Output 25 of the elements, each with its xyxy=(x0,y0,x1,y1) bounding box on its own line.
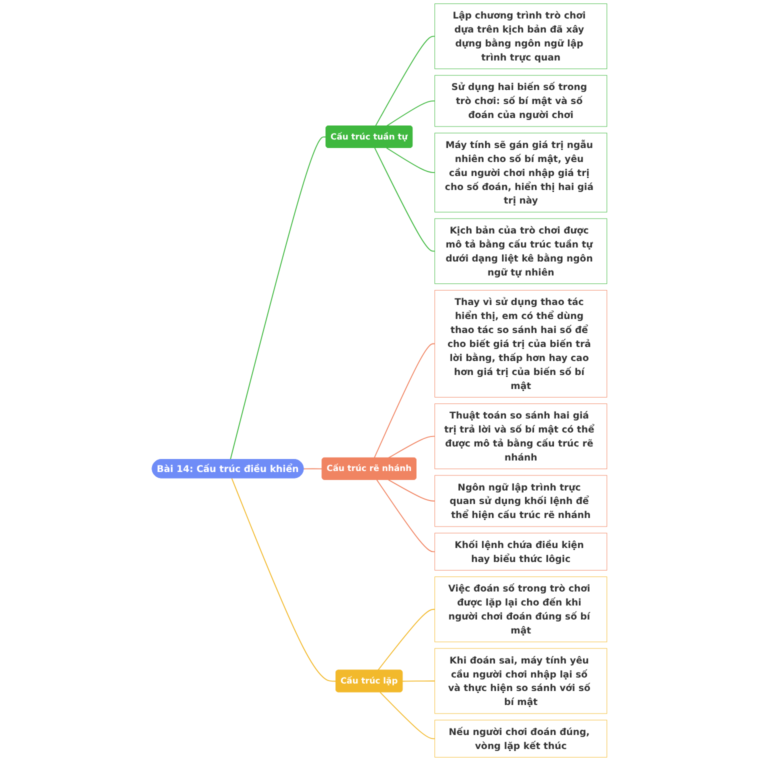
connector xyxy=(388,436,436,458)
connector xyxy=(303,468,323,470)
node-box: Thuật toán so sánh hai giá trị trả lời và số bí mật có thể được mô tả bằng cấu trúc rẽ nhánh xyxy=(434,404,608,470)
connector xyxy=(386,147,436,174)
node-box: Thay vì sử dụng thao tác hiển thị, em có thể dùng thao tác so sánh hai số để cho biết giá trị của biến trả lời bằng, thấp hơn hay cao hơn giá trị của biến số bí mật xyxy=(434,290,608,398)
connector xyxy=(377,608,436,671)
node-box: Việc đoán số trong trò chơi được lặp lại cho đến khi người chơi đoán đúng số bí mật xyxy=(434,576,608,642)
node-box: Lập chương trình trò chơi dựa trên kịch bản đã xây dựng bằng ngôn ngữ lập trình trực quan xyxy=(434,3,608,70)
connector xyxy=(376,479,436,552)
node-box: Sử dụng hai biến số trong trò chơi: số bí mật và số đoán của người chơi xyxy=(434,75,608,127)
connector xyxy=(374,147,436,252)
connector xyxy=(380,692,436,740)
node-box: Máy tính sẽ gán giá trị ngẫu nhiên cho số bí mật, yêu cầu người chơi nhập giá trị cho số đoán, hiển thị hai giá trị này xyxy=(434,132,608,212)
connector xyxy=(231,478,337,682)
node-box: Khối lệnh chứa điều kiện hay biểu thức lôgic xyxy=(434,532,608,571)
node-box: Khi đoán sai, máy tính yêu cầu người chơi nhập lại số và thực hiện so sánh với số bí mật xyxy=(434,648,608,714)
node-box: Ngôn ngữ lập trình trực quan sử dụng khối lệnh để thể hiện cấu trúc rẽ nhánh xyxy=(434,475,608,527)
connector xyxy=(402,680,436,682)
connector xyxy=(388,479,436,502)
node-box: Nếu người chơi đoán đúng, vòng lặp kết thúc xyxy=(434,720,608,758)
node-box: Kịch bản của trò chơi được mô tả bằng cấu trúc tuần tự dưới dạng liệt kê bằng ngôn ngữ tự nhiên xyxy=(434,218,608,284)
connector xyxy=(374,343,436,458)
connector xyxy=(375,36,436,127)
connector xyxy=(230,136,327,460)
connector xyxy=(386,100,436,127)
